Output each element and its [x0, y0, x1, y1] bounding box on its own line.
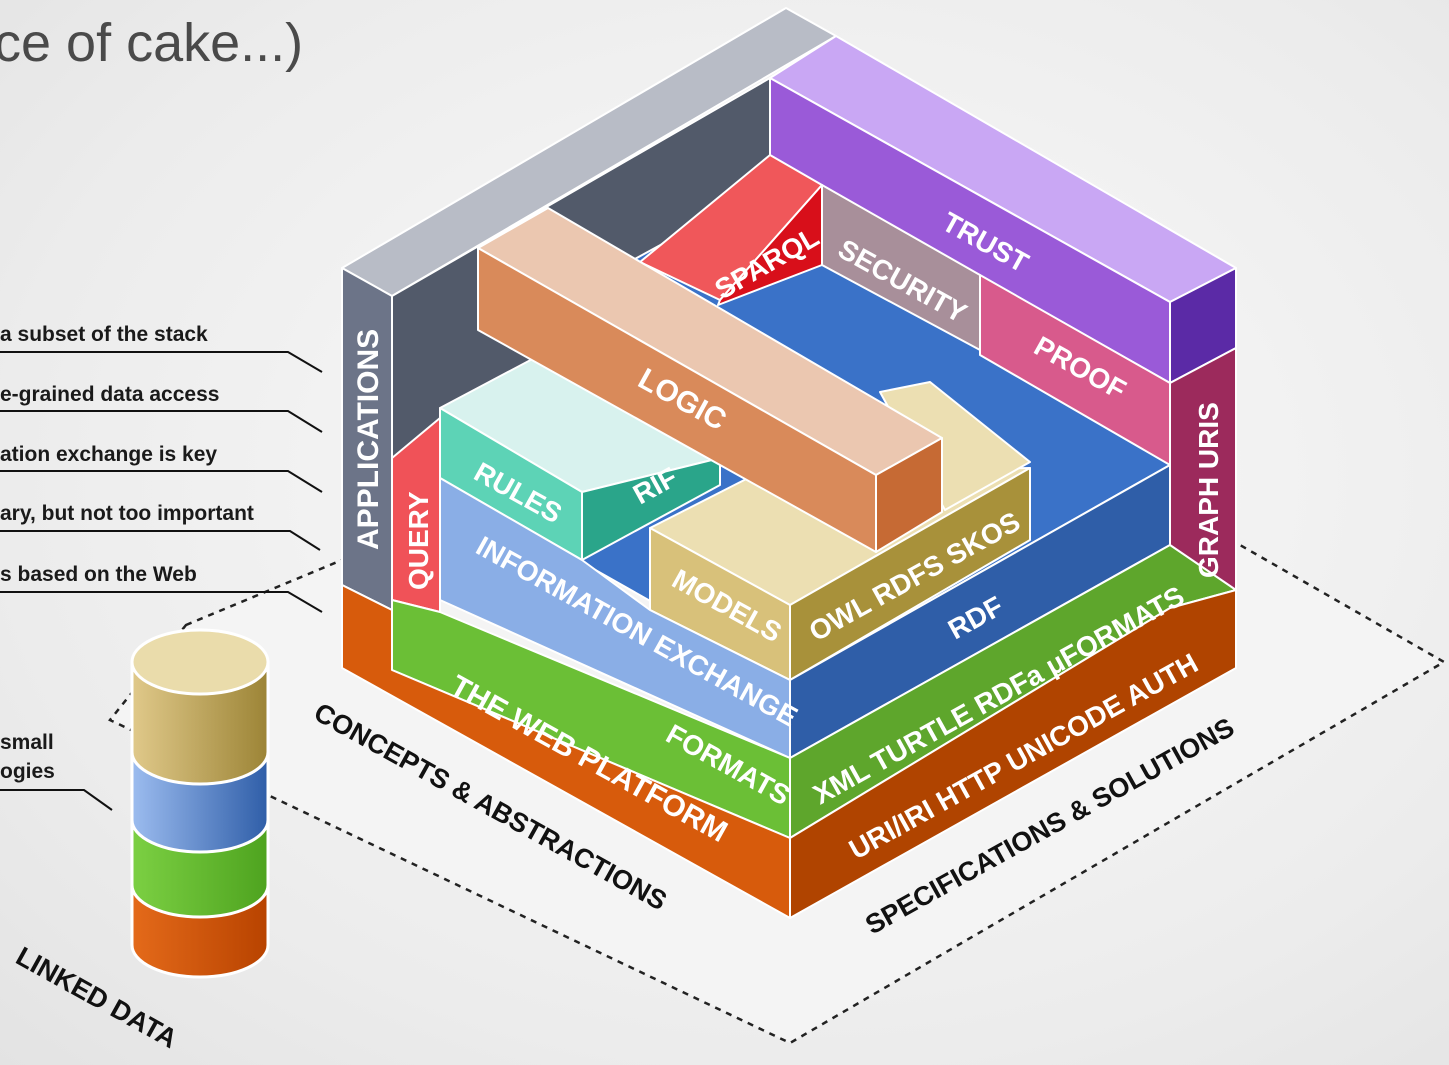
label-graph-uris: GRAPH URIS [1193, 402, 1224, 578]
annotation-small: small [0, 731, 54, 754]
label-query: QUERY [403, 491, 434, 590]
label-applications: APPLICATIONS [352, 329, 385, 550]
annotation-exchange: ation exchange is key [0, 443, 218, 466]
annotation-web: s based on the Web [0, 563, 197, 586]
annotation-subset: a subset of the stack [0, 323, 208, 346]
slide-title: ce of cake...) [0, 13, 304, 73]
leader-lines [0, 351, 323, 811]
annotation-ogies: ogies [0, 760, 55, 783]
linked-data-cylinder [130, 628, 270, 979]
annotation-data-access: e-grained data access [0, 383, 220, 406]
block-uri-http [789, 589, 1237, 919]
block-owl-rdfs-skos [789, 467, 1031, 681]
annotation-important: ary, but not too important [0, 502, 254, 525]
block-rif [581, 457, 721, 561]
logic-side [875, 437, 943, 553]
